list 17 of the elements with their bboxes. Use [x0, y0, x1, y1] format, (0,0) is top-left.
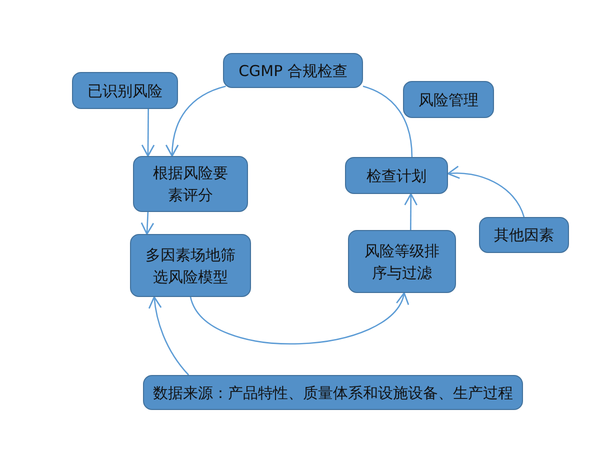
connector-line — [362, 86, 413, 158]
arrow — [166, 86, 226, 157]
process-box: 已识别风险 — [72, 72, 178, 109]
arrow — [141, 109, 155, 157]
arrow — [447, 166, 525, 218]
arrow — [140, 212, 154, 235]
process-box: 根据风险要素评分 — [133, 156, 248, 212]
process-box: 多因素场地筛选风险模型 — [130, 234, 251, 297]
process-box: 风险等级排序与过滤 — [348, 230, 456, 293]
arrow — [148, 296, 190, 376]
process-box: 检查计划 — [345, 157, 448, 194]
process-box: 风险管理 — [403, 81, 494, 118]
process-box: 其他因素 — [479, 217, 569, 253]
process-box: CGMP 合规检查 — [223, 53, 363, 88]
arrow — [404, 193, 418, 230]
process-box: 数据来源：产品特性、质量体系和设施设备、生产过程 — [143, 375, 523, 410]
arrow — [190, 292, 406, 344]
